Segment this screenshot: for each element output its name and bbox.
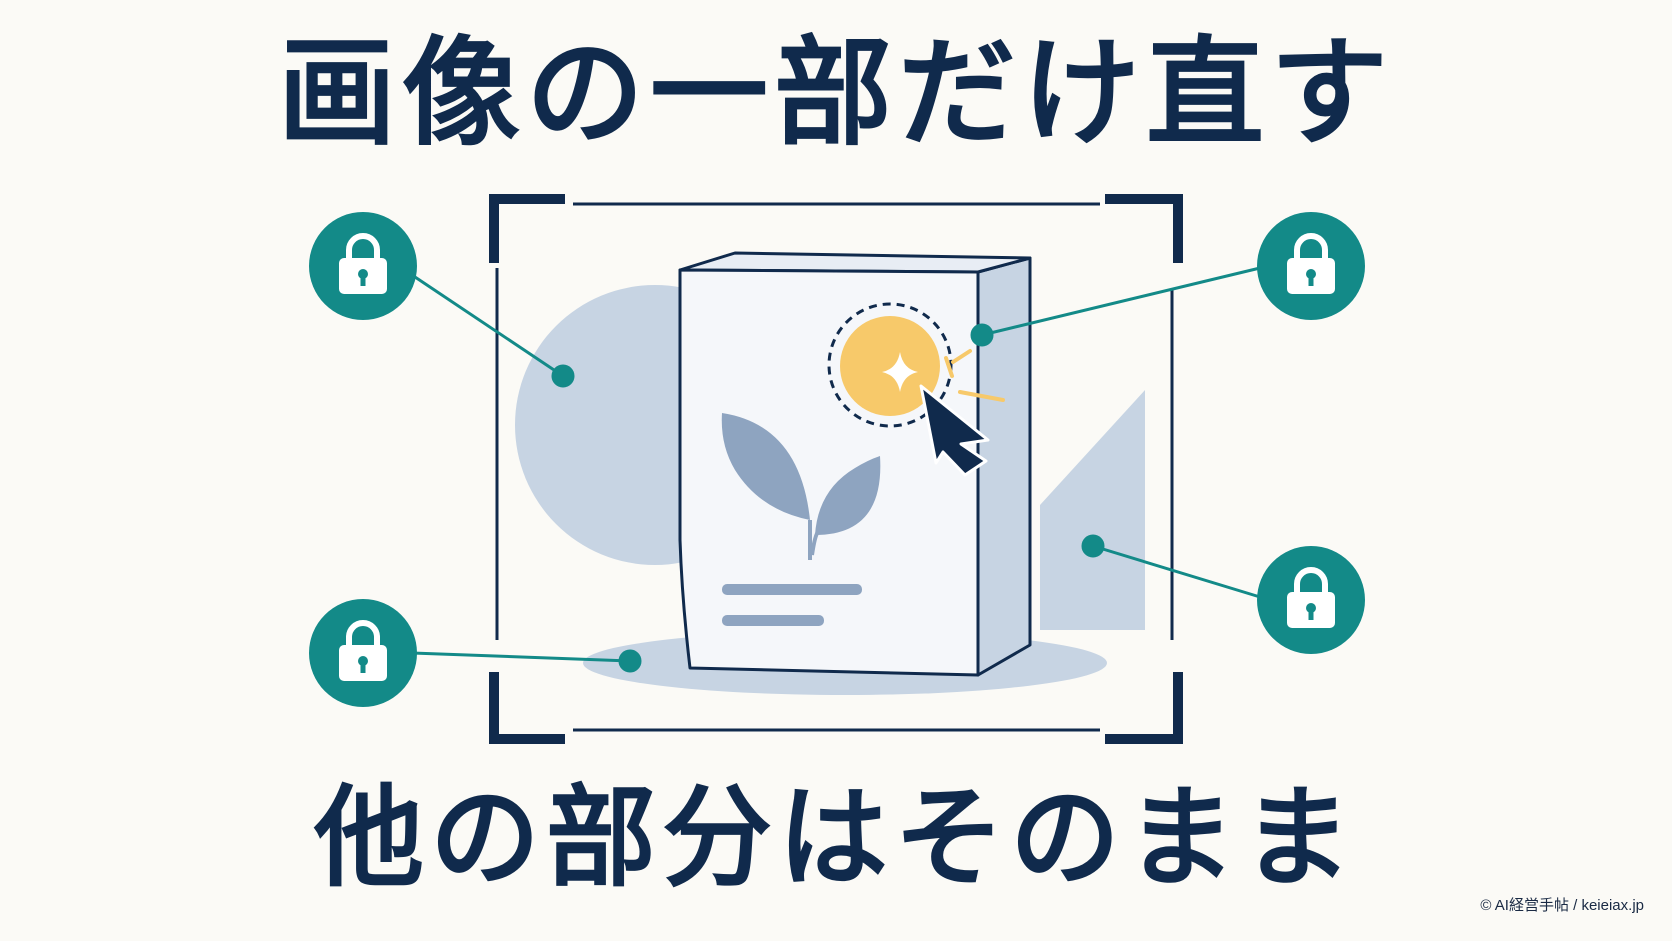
lock-icon bbox=[339, 620, 387, 681]
connector-top-right bbox=[981, 266, 1261, 337]
connector-bottom-right bbox=[1092, 544, 1261, 599]
box-side bbox=[976, 256, 1032, 677]
connector-top-left bbox=[411, 273, 564, 378]
text-line-2 bbox=[722, 615, 824, 626]
click-burst bbox=[944, 349, 1005, 402]
lock-badge-top-left bbox=[309, 212, 417, 320]
corner-bracket-bottom-right bbox=[1105, 672, 1183, 744]
sparkle-icon bbox=[882, 352, 918, 392]
lock-icon bbox=[1287, 567, 1335, 628]
background-triangle bbox=[1040, 390, 1145, 630]
corner-bracket-top-left bbox=[489, 194, 565, 263]
title-top: 画像の一部だけ直す bbox=[277, 24, 1394, 162]
text-line-1 bbox=[722, 584, 862, 595]
title-bottom: 他の部分はそのまま bbox=[314, 774, 1358, 902]
connectors bbox=[411, 266, 1261, 673]
connector-bottom-left bbox=[411, 651, 631, 663]
lock-icon bbox=[1287, 233, 1335, 294]
sprout-icon bbox=[721, 413, 881, 560]
lock-badge-bottom-left bbox=[309, 599, 417, 707]
selection-frame bbox=[489, 194, 1183, 744]
connector-dot-top-left bbox=[551, 364, 575, 388]
corner-bracket-top-right bbox=[1105, 194, 1183, 263]
edit-target-circle bbox=[840, 316, 940, 416]
lock-icon bbox=[339, 233, 387, 294]
connector-dot-top-right bbox=[970, 323, 994, 347]
connector-dot-bottom-left bbox=[618, 649, 642, 673]
copyright-notice: © AI経営手帖 / keieiax.jp bbox=[1480, 897, 1644, 914]
cursor-arrow-icon bbox=[919, 384, 990, 477]
corner-bracket-bottom-left bbox=[489, 672, 565, 744]
edit-target-dashed-ring bbox=[827, 302, 953, 428]
connector-dot-bottom-right bbox=[1081, 534, 1105, 558]
lock-badge-bottom-right bbox=[1257, 546, 1365, 654]
lock-badge-top-right bbox=[1257, 212, 1365, 320]
box-front bbox=[678, 268, 980, 677]
